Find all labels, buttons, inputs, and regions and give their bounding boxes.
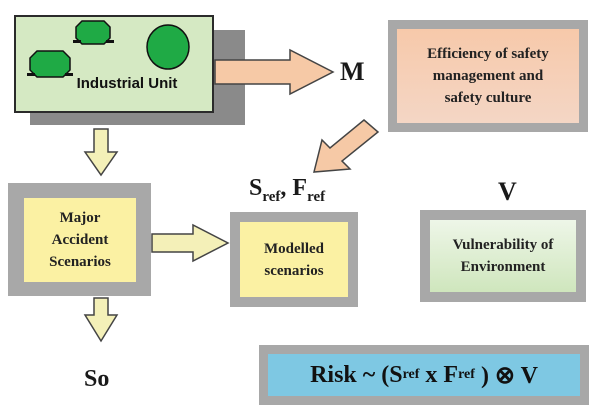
risk-text-1: Risk ~ (S <box>310 361 403 388</box>
machine-small-left-icon <box>27 50 73 78</box>
risk-sub-2: ref <box>458 367 475 382</box>
risk-text-3: ) ⊗ V <box>474 362 538 389</box>
risk-sub-1: ref <box>402 367 420 382</box>
major-accident-box: Major Accident Scenarios <box>24 198 136 282</box>
risk-text-2: x F <box>419 361 459 388</box>
arrow-down-so-icon <box>83 297 119 343</box>
tank-icon <box>146 24 190 70</box>
label-s-sub: ref <box>262 188 281 205</box>
industrial-unit-label: Industrial Unit <box>76 75 178 92</box>
modelled-box: Modelled scenarios <box>240 222 348 297</box>
label-m: M <box>340 57 365 86</box>
arrow-to-m-icon <box>214 48 335 96</box>
label-v: V <box>498 177 517 206</box>
arrow-to-modelled-icon <box>151 223 230 263</box>
vulnerability-box: Vulnerability of Environment <box>430 220 576 292</box>
label-comma: , <box>280 175 287 201</box>
machine-small-top-icon <box>73 20 114 45</box>
arrow-down-major-icon <box>83 128 119 177</box>
efficiency-box: Efficiency of safety management and safe… <box>397 29 579 123</box>
label-f-sub: ref <box>307 188 326 205</box>
label-so: So <box>84 366 110 392</box>
label-s: S <box>249 175 263 201</box>
arrow-to-sref-icon <box>313 119 380 173</box>
label-sref-fref: Sref, Fref <box>249 175 325 206</box>
label-f: F <box>292 175 308 201</box>
